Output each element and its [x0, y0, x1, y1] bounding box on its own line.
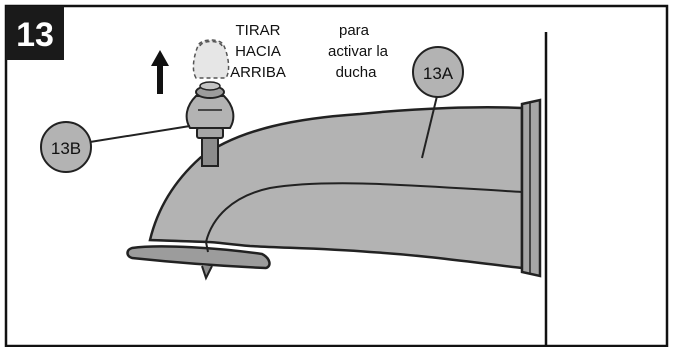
callout-13a-label: 13A — [423, 64, 454, 83]
tub-spout — [126, 98, 542, 281]
note-line-2: activar la — [328, 43, 389, 60]
instruction-line-3: ARRIBA — [230, 64, 286, 81]
up-arrow-icon — [151, 50, 169, 94]
callout-13a: 13A — [412, 46, 464, 159]
instruction-line-2: HACIA — [235, 43, 281, 60]
note-line-1: para — [339, 22, 370, 39]
callout-13b: 13B — [40, 121, 191, 173]
step-badge — [6, 6, 64, 60]
instruction-line-1: TIRAR — [236, 22, 281, 39]
diverter-knob — [185, 39, 235, 167]
step-number: 13 — [16, 16, 54, 54]
note-line-3: ducha — [336, 64, 378, 81]
callout-13b-label: 13B — [51, 139, 81, 158]
